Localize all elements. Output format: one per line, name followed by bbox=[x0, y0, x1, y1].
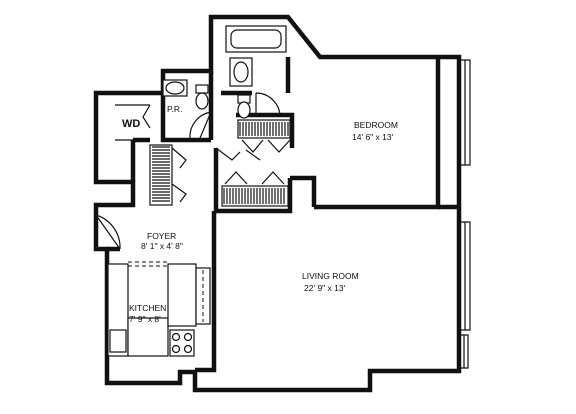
windows bbox=[459, 59, 471, 369]
bedroom-size: 14' 6" x 13' bbox=[352, 132, 394, 142]
kitchen-sink bbox=[109, 329, 127, 353]
foyer-name: FOYER bbox=[147, 231, 176, 241]
bedroom-closet bbox=[237, 119, 291, 153]
kitchen-fridge bbox=[195, 267, 211, 325]
powder-room-toilet bbox=[195, 84, 209, 110]
bath-sink bbox=[229, 57, 253, 87]
kitchen-stove bbox=[169, 329, 195, 357]
hall-closet bbox=[149, 144, 187, 206]
living-room-size: 22' 9" x 13' bbox=[304, 283, 346, 293]
bathroom-door bbox=[255, 92, 281, 118]
bedroom-name: BEDROOM bbox=[354, 120, 398, 130]
washer-dryer-label: WD bbox=[122, 118, 140, 130]
living-room-name: LIVING ROOM bbox=[302, 271, 359, 281]
powder-room-label: P.R. bbox=[167, 104, 182, 114]
kitchen-size: 7' 9" x 8' bbox=[129, 314, 161, 324]
washer-dryer-closet bbox=[115, 104, 151, 141]
entry-door bbox=[95, 214, 121, 250]
foyer-size: 8' 1" x 4' 8" bbox=[141, 241, 183, 251]
kitchen-name: KITCHEN bbox=[129, 303, 166, 313]
powder-room-sink bbox=[162, 79, 188, 97]
bath-toilet bbox=[237, 94, 251, 119]
powder-room-door bbox=[189, 111, 212, 139]
corridor-closet bbox=[221, 171, 289, 207]
corridor-doors bbox=[215, 147, 261, 161]
exterior-wall bbox=[93, 14, 462, 393]
bathtub bbox=[225, 25, 287, 53]
